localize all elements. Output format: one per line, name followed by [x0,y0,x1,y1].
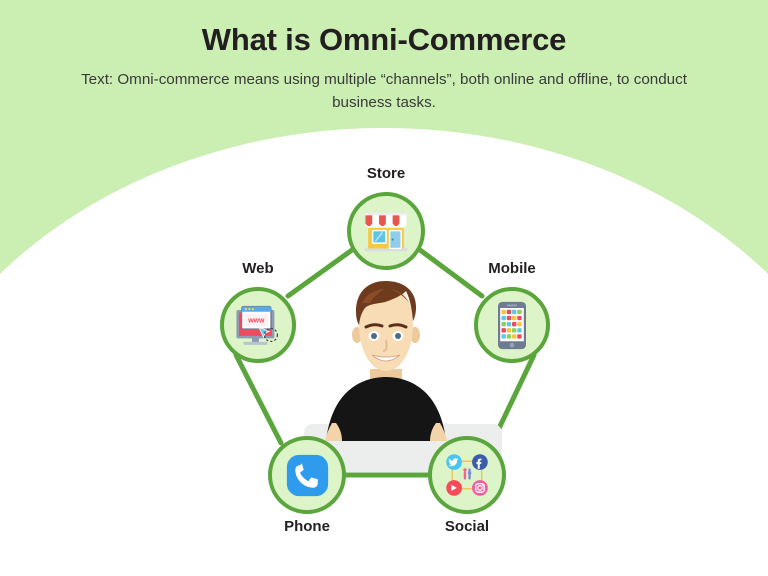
node-phone[interactable]: Phone [268,436,346,535]
connector-store-mobile [417,247,485,299]
node-mobile-bubble[interactable] [474,287,550,363]
node-mobile[interactable]: Mobile [474,260,550,363]
page-title: What is Omni-Commerce [201,22,567,57]
node-social-label: Social [444,518,490,535]
node-store[interactable]: Store [347,165,425,270]
node-phone-label: Phone [284,518,330,535]
node-mobile-label: Mobile [488,260,536,277]
phone-handset-icon [286,454,328,496]
node-social[interactable]: Social [428,436,506,535]
slide-header: What is Omni-Commerce Text: Omni-commerc… [0,0,768,114]
person-illustration [325,281,447,441]
desktop-browser-icon: www [236,305,278,345]
smartphone-icon [498,301,526,349]
connector-web-phone [233,352,284,446]
node-store-bubble[interactable] [347,192,425,270]
instagram-icon [472,480,488,496]
node-web-label: Web [242,260,274,277]
svg-text:www: www [247,317,265,324]
connector-web-store [285,247,355,299]
node-web[interactable]: www Web [220,260,296,363]
storefront-icon [364,212,408,251]
node-social-bubble[interactable] [428,436,506,514]
node-web-bubble[interactable]: www [220,287,296,363]
social-networks-icon [446,454,488,496]
node-phone-bubble[interactable] [268,436,346,514]
node-store-label: Store [366,165,406,182]
page-subtitle: Text: Omni-commerce means using multiple… [81,71,687,111]
